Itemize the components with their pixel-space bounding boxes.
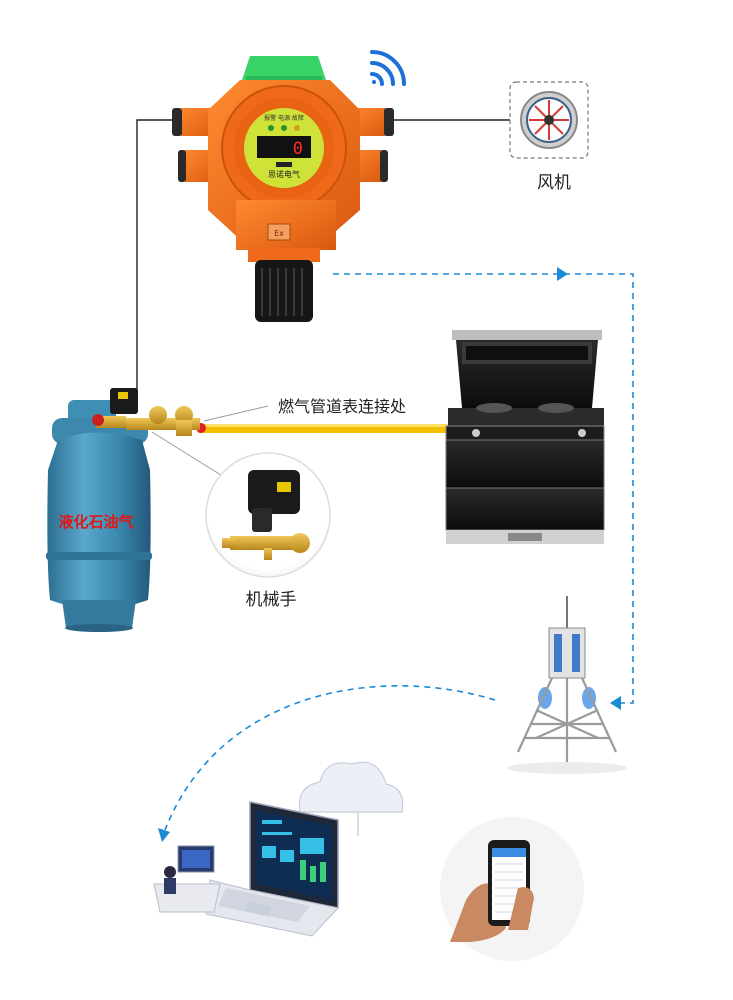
valve-manipulator-icon	[205, 452, 331, 578]
pipe-joint-label: 燃气管道表连接处	[278, 397, 406, 416]
kitchen-stove	[445, 330, 605, 544]
wifi-icon	[370, 50, 406, 86]
fan-label: 风机	[537, 173, 571, 193]
workstation-icon	[153, 845, 221, 913]
fan-icon	[509, 81, 589, 159]
arrowheads	[158, 267, 621, 842]
lpg-tank-label: 液化石油气	[58, 513, 133, 531]
dashed-signal-path	[164, 273, 634, 831]
signal-tower-icon	[507, 596, 627, 774]
valve-manipulator-label: 机械手	[246, 590, 297, 610]
cloud-icon	[298, 761, 404, 813]
gas-detector: 0 报警 电源 故障 思诺电气 Ex	[172, 56, 394, 322]
tank-valve-assembly	[92, 388, 200, 436]
wire-detector-to-tank	[127, 119, 182, 401]
valve-leader-line	[151, 431, 233, 483]
detector-display: 0	[293, 139, 303, 159]
smartphone-icon	[440, 817, 584, 961]
laptop-icon	[205, 801, 339, 937]
detector-brand: 思诺电气	[268, 169, 300, 179]
detector-ex-mark: Ex	[274, 229, 284, 238]
detector-indicators-text: 报警 电源 故障	[264, 114, 304, 122]
